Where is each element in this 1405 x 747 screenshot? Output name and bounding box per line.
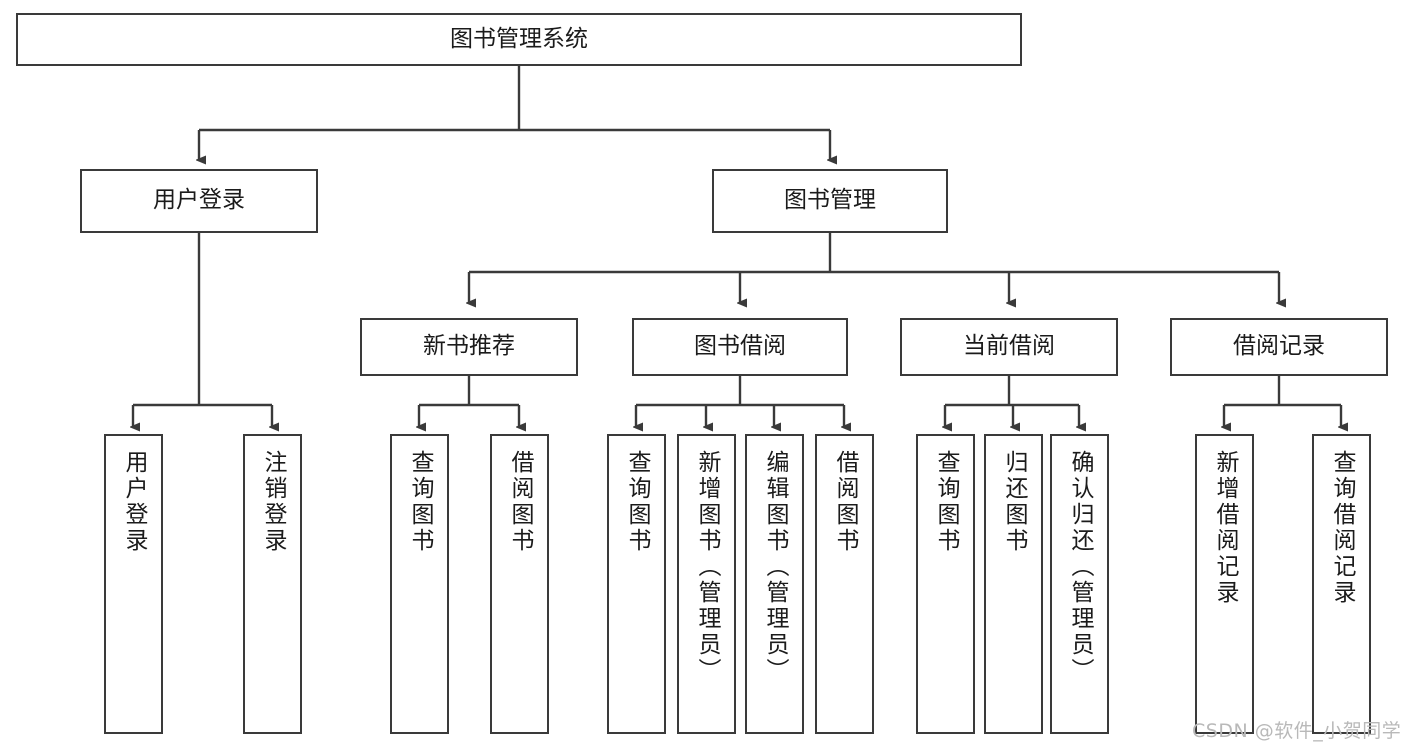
node-label: 图书管理系统 [450, 25, 588, 52]
node-label: 图书管理 [784, 187, 876, 214]
node-current-borrowing[interactable]: 当前借阅 [900, 318, 1118, 376]
leaf-add-book-admin[interactable]: 新增图书（管理员） [677, 434, 736, 734]
leaf-query-books-recommendation[interactable]: 查询图书 [390, 434, 449, 734]
node-label: 查询图书 [624, 450, 650, 554]
node-label: 编辑图书（管理员） [762, 450, 788, 684]
node-book-management[interactable]: 图书管理 [712, 169, 948, 233]
node-label: 注销登录 [260, 450, 286, 554]
node-label: 新增借阅记录 [1212, 450, 1238, 606]
leaf-query-borrowing-record[interactable]: 查询借阅记录 [1312, 434, 1371, 734]
node-root-book-management-system[interactable]: 图书管理系统 [16, 13, 1022, 66]
node-book-borrowing[interactable]: 图书借阅 [632, 318, 848, 376]
node-label: 当前借阅 [963, 333, 1055, 360]
leaf-user-login[interactable]: 用户登录 [104, 434, 163, 734]
node-label: 借阅图书 [507, 450, 533, 554]
node-label: 新增图书（管理员） [694, 450, 720, 684]
node-label: 查询图书 [407, 450, 433, 554]
leaf-query-books-current[interactable]: 查询图书 [916, 434, 975, 734]
node-label: 查询借阅记录 [1329, 450, 1355, 606]
node-label: 借阅记录 [1233, 333, 1325, 360]
node-label: 用户登录 [153, 187, 245, 214]
watermark: CSDN @软件_小贺同学 [1192, 720, 1402, 742]
node-new-book-recommendation[interactable]: 新书推荐 [360, 318, 578, 376]
leaf-confirm-return-admin[interactable]: 确认归还（管理员） [1050, 434, 1109, 734]
node-label: 用户登录 [121, 450, 147, 554]
leaf-borrow-books-borrowing[interactable]: 借阅图书 [815, 434, 874, 734]
node-label: 查询图书 [933, 450, 959, 554]
leaf-return-books[interactable]: 归还图书 [984, 434, 1043, 734]
leaf-edit-book-admin[interactable]: 编辑图书（管理员） [745, 434, 804, 734]
leaf-logout[interactable]: 注销登录 [243, 434, 302, 734]
node-user-login[interactable]: 用户登录 [80, 169, 318, 233]
leaf-add-borrowing-record[interactable]: 新增借阅记录 [1195, 434, 1254, 734]
node-label: 确认归还（管理员） [1067, 450, 1093, 684]
node-label: 借阅图书 [832, 450, 858, 554]
node-borrowing-records[interactable]: 借阅记录 [1170, 318, 1388, 376]
leaf-query-books-borrowing[interactable]: 查询图书 [607, 434, 666, 734]
node-label: 新书推荐 [423, 333, 515, 360]
leaf-borrow-books-recommendation[interactable]: 借阅图书 [490, 434, 549, 734]
node-label: 归还图书 [1001, 450, 1027, 554]
node-label: 图书借阅 [694, 333, 786, 360]
